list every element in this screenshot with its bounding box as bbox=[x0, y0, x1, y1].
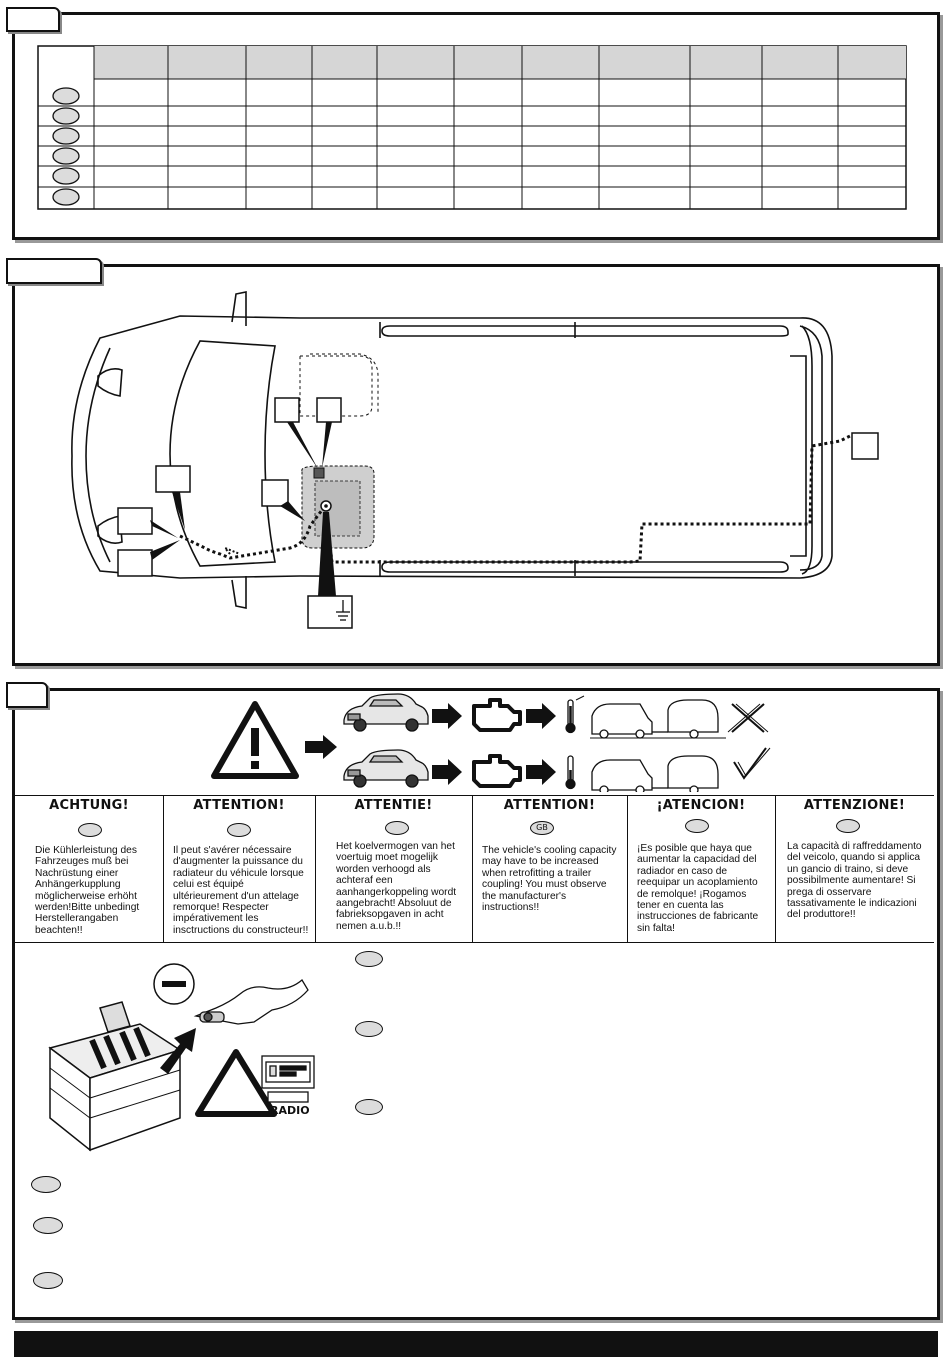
row-badge bbox=[52, 127, 80, 145]
warning-col-it: ATTENZIONE! La capacità di raffreddament… bbox=[775, 795, 934, 943]
warning-col-es: ¡ATENCION! ¡Es posible que haya que aume… bbox=[627, 795, 775, 943]
hand-icon bbox=[193, 979, 309, 1025]
warning-text: The vehicle's cooling capacity may have … bbox=[482, 845, 617, 914]
col-divider bbox=[315, 796, 316, 942]
language-badge bbox=[385, 821, 409, 835]
radio-icon bbox=[261, 1055, 315, 1103]
warning-col-gb: ATTENTION! GB The vehicle's cooling capa… bbox=[472, 795, 627, 943]
col-divider bbox=[775, 796, 776, 942]
warning-triangle-icon bbox=[211, 701, 299, 779]
section-tab-wiring bbox=[6, 258, 102, 284]
warning-row-divider-bottom bbox=[15, 942, 934, 943]
warning-col-fr: ATTENTION! Il peut s'avérer nécessaire d… bbox=[163, 795, 315, 943]
language-badge bbox=[836, 819, 860, 833]
engine-icon bbox=[472, 698, 522, 788]
car-icon bbox=[343, 693, 429, 732]
callout-box bbox=[316, 397, 342, 423]
callout-box bbox=[851, 432, 879, 460]
row-badge bbox=[52, 107, 80, 125]
step-badge bbox=[33, 1272, 63, 1289]
wiring-panel bbox=[12, 264, 940, 666]
language-badge: GB bbox=[530, 821, 554, 835]
row-badge bbox=[52, 167, 80, 185]
warning-heading: ATTENTIE! bbox=[354, 798, 433, 813]
language-badge bbox=[227, 823, 251, 837]
shaded-zone bbox=[301, 465, 375, 549]
cooling-illustration bbox=[343, 693, 771, 792]
warning-text: Il peut s'avérer nécessaire d'augmenter … bbox=[173, 845, 309, 936]
warning-text: Die Kühlerleistung des Fahrzeuges muß be… bbox=[35, 845, 140, 936]
arrow-right-icon bbox=[305, 735, 337, 759]
radio-label: RADIO bbox=[270, 1104, 310, 1117]
row-badges bbox=[52, 87, 80, 206]
step-badge bbox=[355, 1021, 383, 1037]
thermometer-icon bbox=[565, 695, 585, 790]
warning-text: Het koelvermogen van het voertuig moet m… bbox=[336, 841, 457, 932]
callout-box bbox=[117, 549, 153, 577]
step-badge bbox=[355, 1099, 383, 1115]
table-grid-lines bbox=[38, 46, 906, 209]
footer-bar bbox=[14, 1331, 938, 1357]
van-with-caravan-icon bbox=[590, 699, 726, 739]
cross-mark-icon bbox=[727, 703, 769, 733]
warning-col-nl: ATTENTIE! Het koelvermogen van het voert… bbox=[315, 795, 472, 943]
language-badge bbox=[685, 819, 709, 833]
vehicle-wiring-diagram bbox=[71, 291, 879, 629]
row-badge bbox=[52, 188, 80, 206]
arrow-up-icon bbox=[160, 1028, 196, 1074]
step-badge bbox=[355, 951, 383, 967]
warning-heading: ACHTUNG! bbox=[49, 798, 129, 813]
wiring-route bbox=[179, 434, 851, 564]
step-badge bbox=[33, 1217, 63, 1234]
warning-triangle-icon bbox=[195, 1049, 277, 1117]
language-badge bbox=[78, 823, 102, 837]
warning-text: ¡Es posible que haya que aumentar la cap… bbox=[637, 843, 759, 934]
warning-heading: ATTENZIONE! bbox=[803, 798, 906, 813]
warning-heading: ATTENTION! bbox=[503, 798, 596, 813]
minus-terminal-icon bbox=[153, 963, 195, 1005]
vehicle-data-table bbox=[37, 45, 907, 210]
check-mark-icon bbox=[733, 747, 771, 780]
col-divider bbox=[627, 796, 628, 942]
col-divider bbox=[163, 796, 164, 942]
row-badge bbox=[52, 87, 80, 105]
callout-box bbox=[117, 507, 153, 535]
van-with-caravan-icon bbox=[591, 755, 719, 792]
battery-disconnect-illustration bbox=[48, 963, 315, 1152]
warning-row-divider-top bbox=[15, 795, 934, 796]
warning-text: La capacità di raffreddamento del veicol… bbox=[787, 841, 922, 921]
warning-col-de: ACHTUNG! Die Kühlerleistung des Fahrzeug… bbox=[15, 795, 163, 943]
col-divider bbox=[472, 796, 473, 942]
ground-icon bbox=[336, 600, 350, 621]
cooling-panel bbox=[12, 688, 940, 1320]
row-badge bbox=[52, 147, 80, 165]
callout-box bbox=[261, 479, 289, 507]
warning-heading: ATTENTION! bbox=[193, 798, 285, 813]
warning-heading: ¡ATENCION! bbox=[656, 798, 746, 813]
section-tab-cooling bbox=[6, 682, 48, 708]
callout-box bbox=[155, 465, 191, 493]
section-tab-top bbox=[6, 7, 60, 32]
car-icon bbox=[343, 749, 429, 788]
battery-icon bbox=[48, 1001, 182, 1152]
step-badge bbox=[31, 1176, 61, 1193]
connector-block bbox=[313, 467, 325, 479]
callout-box bbox=[274, 397, 300, 423]
